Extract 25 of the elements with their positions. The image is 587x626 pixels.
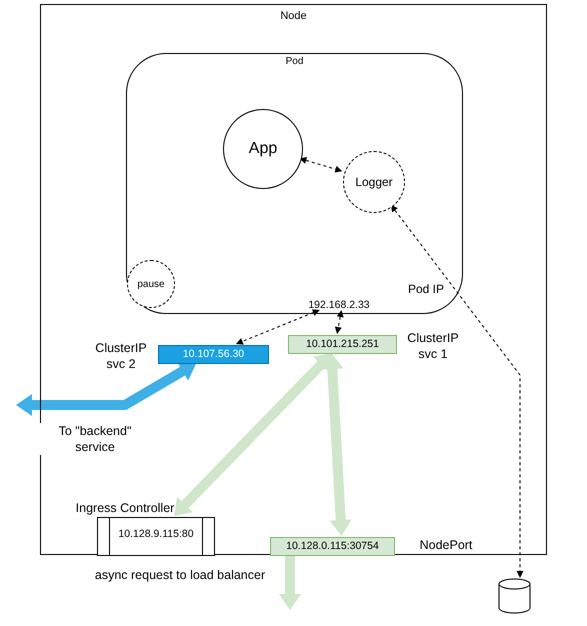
dashed-arrow [390, 204, 524, 578]
thick-arrow [174, 352, 332, 516]
circle-label: Logger [355, 174, 393, 191]
pod-box [126, 53, 463, 314]
pod-ip-label: Pod IP [408, 283, 444, 295]
circle-label: pause [137, 278, 165, 292]
service-caption: NodePort [418, 537, 474, 553]
database-cylinder [498, 578, 531, 614]
thick-arrow [279, 555, 301, 610]
dashed-arrow [299, 157, 342, 173]
node-title: Node [279, 11, 308, 22]
ingress-controller-box [97, 517, 215, 556]
dashed-arrow [334, 310, 344, 334]
service-ip-box: 10.107.56.30 [158, 345, 269, 364]
pod-title: Pod [284, 57, 304, 67]
service-caption: Ingress Controller [74, 500, 176, 516]
service-ip-box: 10.101.215.251 [288, 335, 397, 354]
service-caption: ClusterIP svc 1 [406, 330, 460, 362]
ingress-ip-text: 10.128.9.115:80 [117, 529, 195, 540]
dashed-arrow [236, 309, 320, 345]
service-caption: ClusterIP svc 2 [94, 340, 148, 372]
circle-label: App [248, 139, 278, 159]
service-ip-box: 10.128.0.115:30754 [270, 537, 395, 556]
thick-arrow [321, 353, 352, 536]
pod-ip-address: 192.168.2.33 [308, 298, 370, 312]
